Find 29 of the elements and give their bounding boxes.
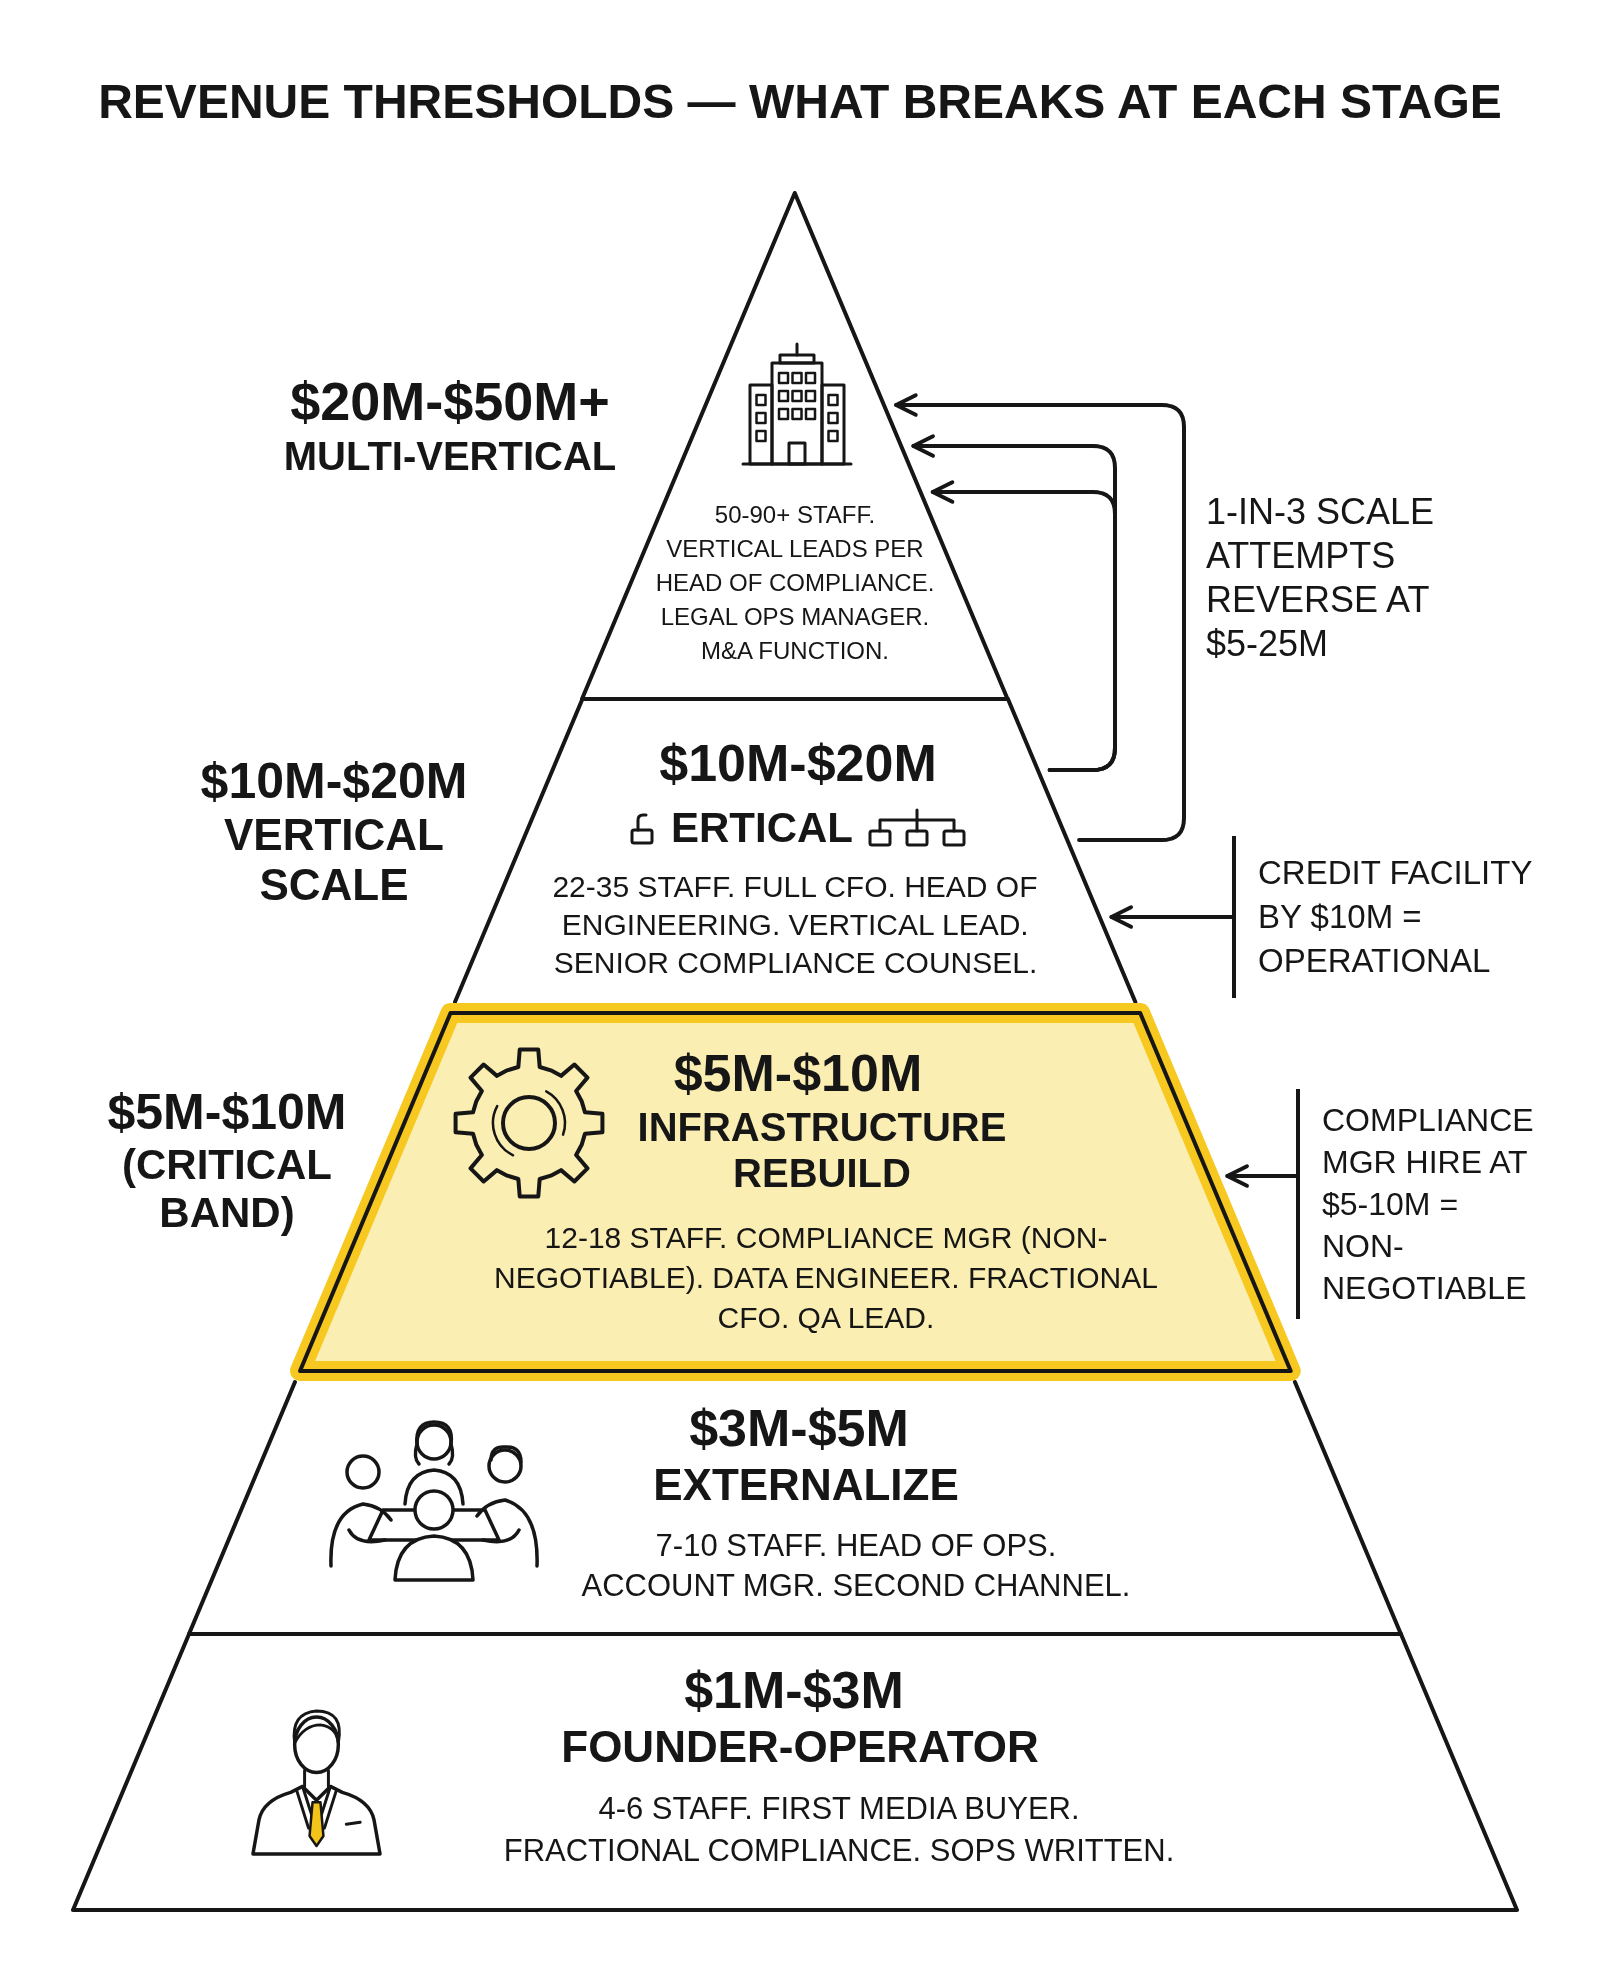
pyramid-tier: [185, 1382, 1405, 1634]
range-heading: $10M-$20M: [659, 734, 937, 792]
stage-description: 7-10 STAFF. HEAD OF OPS. ACCOUNT MGR. SECOND CHANNEL.: [581, 1528, 1131, 1603]
range-heading: $5M-$10M: [673, 1044, 923, 1102]
stage-title: EXTERNALIZE: [653, 1460, 959, 1509]
range-label: $10M-$20M: [200, 753, 468, 809]
stage-label: MULTI-VERTICAL: [283, 434, 617, 478]
stage-title: FOUNDER-OPERATOR: [561, 1722, 1039, 1771]
stage-description: 50-90+ STAFF. VERTICAL LEADS PER HEAD OF COMPLIANCE. LEGAL OPS MANAGER. M&A FUNCTION.: [655, 501, 935, 664]
stage-description: 22-35 STAFF. FULL CFO. HEAD OF ENGINEERING. VERTICAL LEAD. SENIOR COMPLIANCE COUNSEL.: [552, 870, 1038, 979]
range-heading: $1M-$3M: [684, 1661, 904, 1719]
pyramid-tier: [69, 1634, 1521, 1914]
range-label: $20M-$50M+: [290, 371, 610, 431]
range-heading: $3M-$5M: [689, 1399, 909, 1457]
stage-title: ERTICAL: [671, 804, 853, 852]
stage-title: INFRASTRUCTURE REBUILD: [637, 1105, 1007, 1195]
arrow: [1225, 1164, 1298, 1188]
diagram-title: REVENUE THRESHOLDS — WHAT BREAKS AT EACH STAGE: [98, 75, 1502, 128]
note-text: COMPLIANCE MGR HIRE AT $5-10M = NON-NEGOTIABLE: [1322, 1102, 1534, 1306]
stage-label: (CRITICAL BAND): [122, 1141, 332, 1236]
range-label: $5M-$10M: [107, 1084, 347, 1140]
elbow-arrow: [894, 393, 1186, 842]
arrow: [1109, 905, 1234, 929]
elbow-arrow: [930, 480, 1117, 772]
stage-label: VERTICAL SCALE: [224, 810, 444, 909]
stage-description: 12-18 STAFF. COMPLIANCE MGR (NON-NEGOTIABLE). DATA ENGINEER. FRACTIONAL CFO. QA LEAD.: [494, 1221, 1158, 1334]
note-text: 1-IN-3 SCALE ATTEMPTS REVERSE AT $5-25M: [1206, 491, 1435, 664]
stage-description: 4-6 STAFF. FIRST MEDIA BUYER. FRACTIONAL COMPLIANCE. SOPS WRITTEN.: [503, 1791, 1175, 1868]
note-text: CREDIT FACILITY BY $10M = OPERATIONAL: [1258, 854, 1532, 979]
